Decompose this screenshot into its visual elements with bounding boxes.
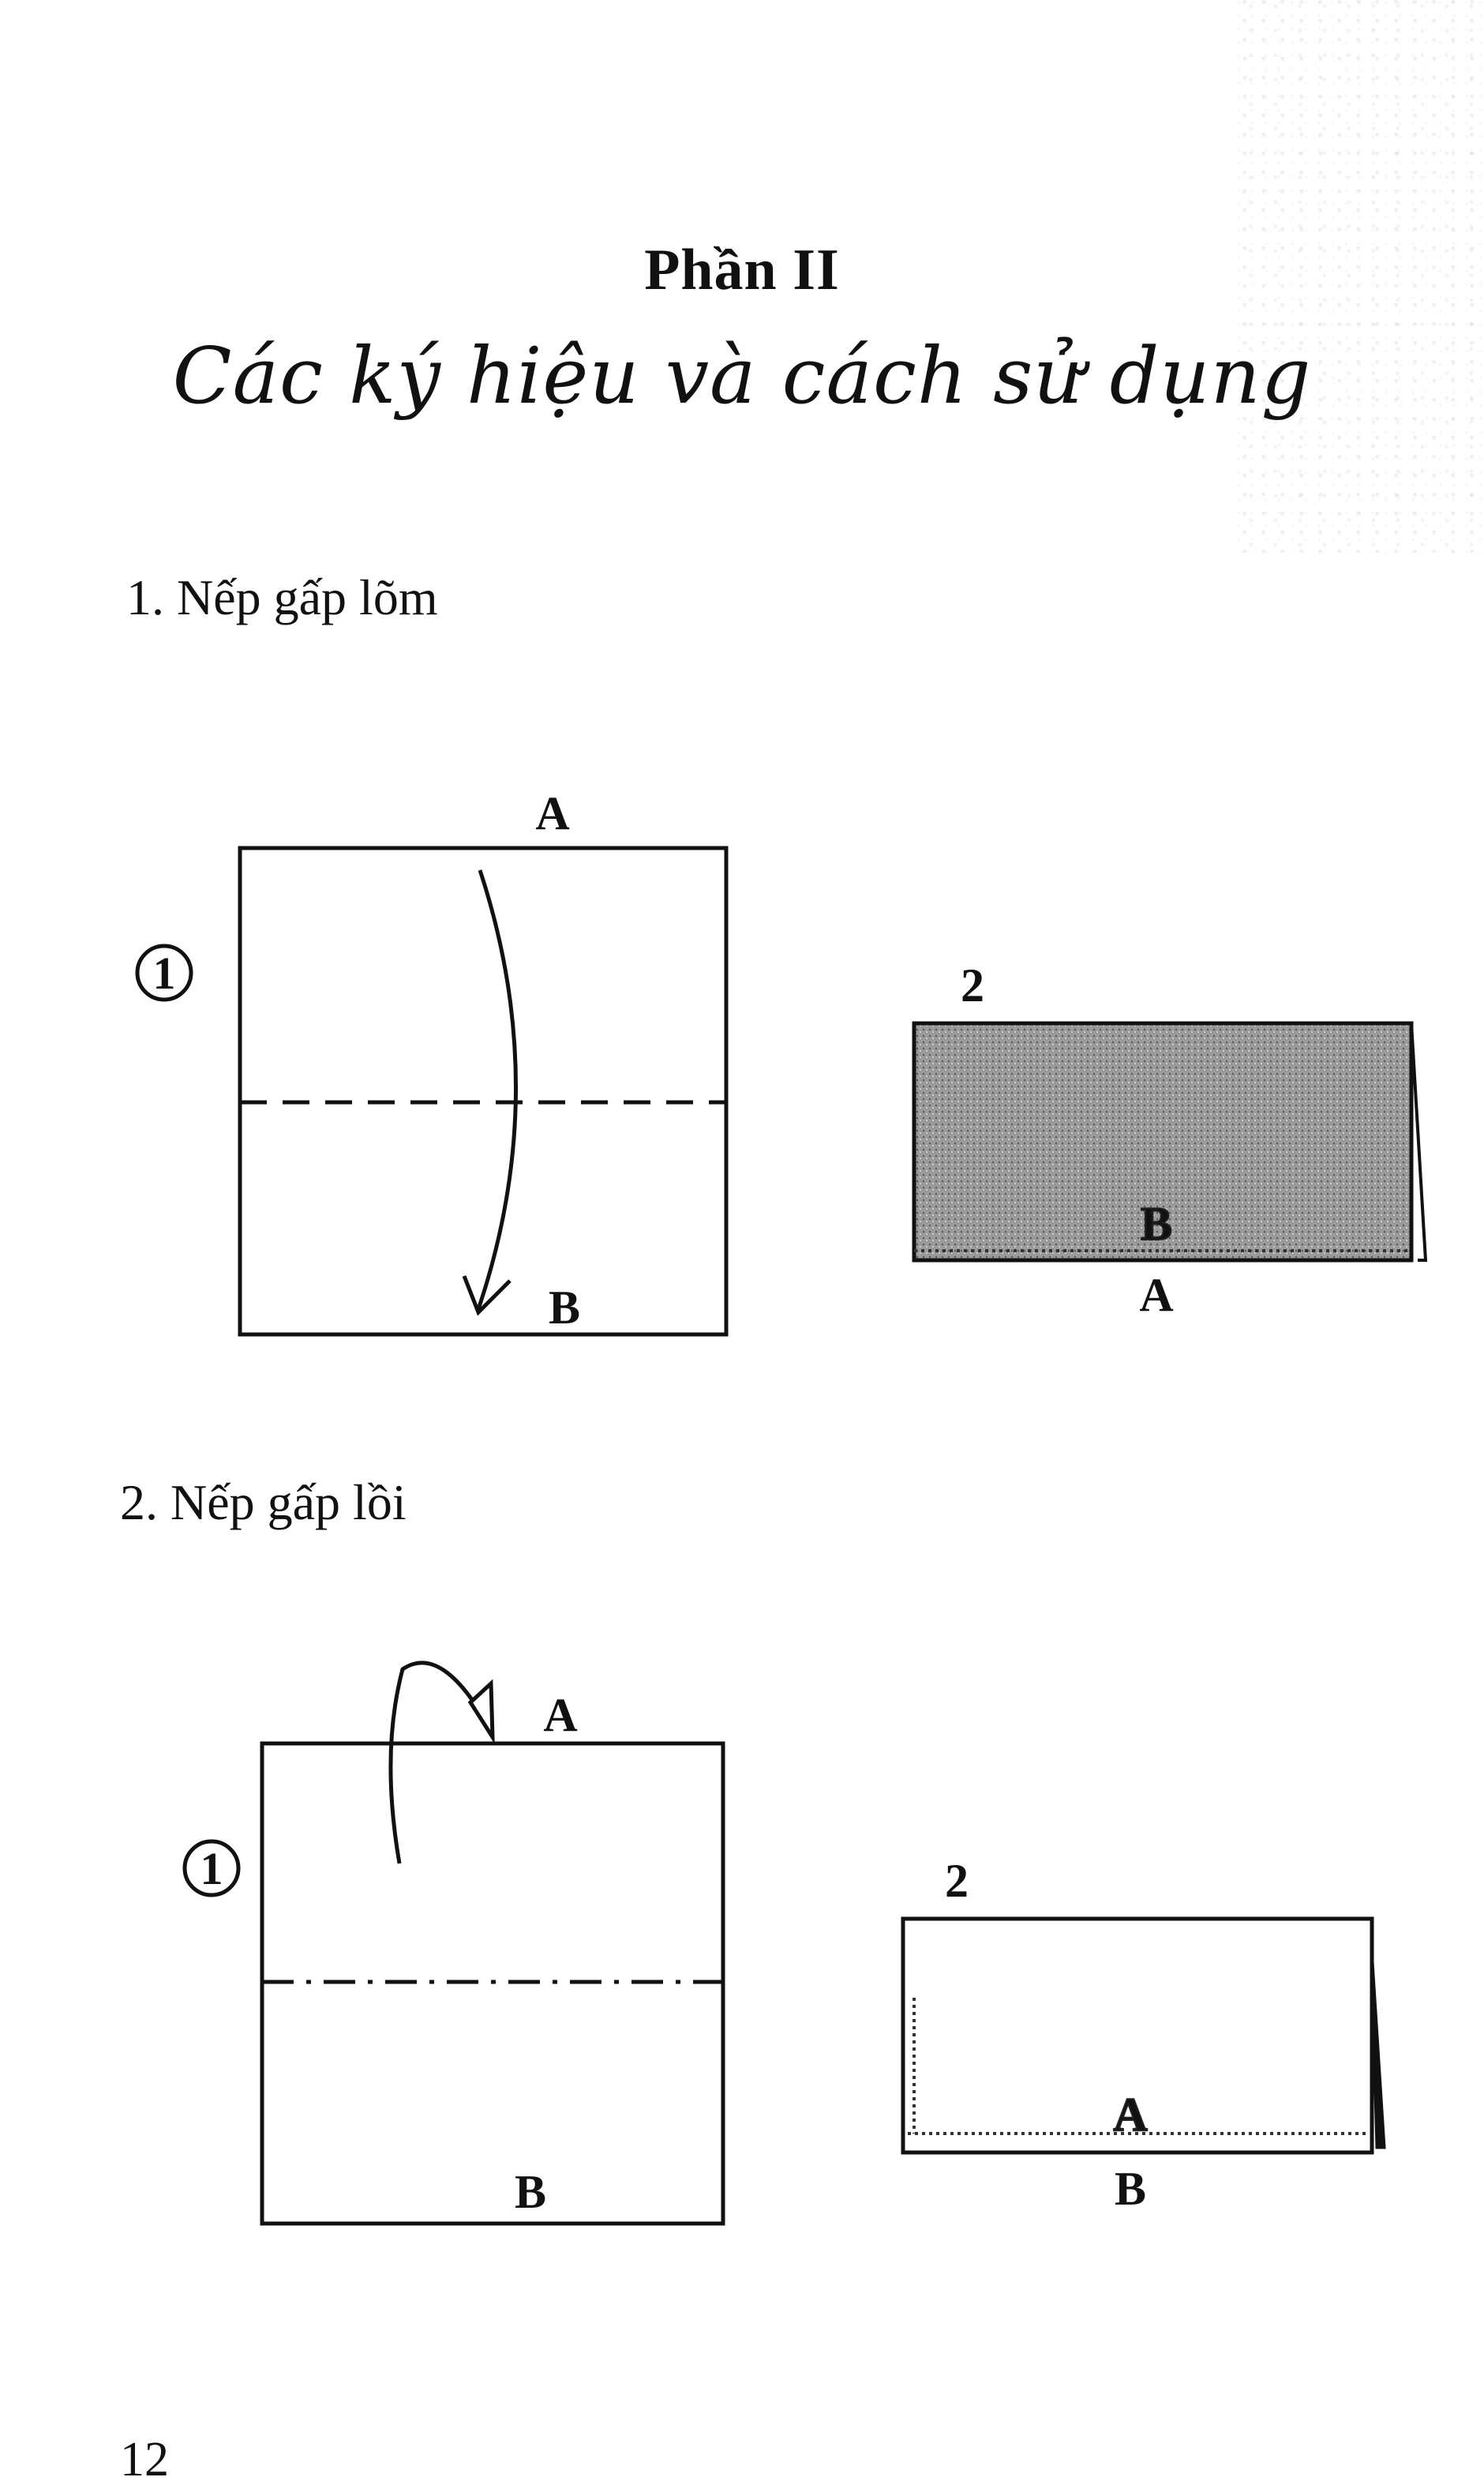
page-speckle: [1231, 0, 1484, 553]
label-inner-a: A: [1113, 2089, 1147, 2141]
label-top-a: A: [543, 1689, 577, 1741]
mountain-fold-step2-diagram: 2 A B: [901, 1855, 1386, 2215]
fold-arrow-loop: [388, 1661, 492, 1864]
valley-fold-step1-diagram: 1 A B: [135, 787, 729, 1337]
step-number: 2: [945, 1855, 969, 1907]
label-bottom-b: B: [515, 2166, 546, 2218]
page-number: 12: [120, 2433, 169, 2486]
label-inner-b: B: [1141, 1198, 1172, 1250]
label-bottom-b: B: [549, 1282, 580, 1334]
step-number-badge: 1: [135, 944, 193, 1002]
step-number: 2: [961, 959, 984, 1011]
heading-mountain-fold: 2. Nếp gấp lồi: [120, 1474, 407, 1530]
label-bottom-b: B: [1115, 2163, 1146, 2215]
fold-arrow-head-icon: [462, 1275, 512, 1316]
label-bottom-a: A: [1139, 1269, 1173, 1321]
label-top-a: A: [535, 787, 569, 839]
fold-arrow-head-icon: [467, 1679, 495, 1745]
valley-fold-step2-diagram: 2 B A: [912, 959, 1428, 1321]
folded-paper: [912, 1021, 1414, 1263]
paper-back-edge: [1410, 1023, 1428, 1262]
paper-square: [238, 846, 729, 1337]
step-number-badge: 1: [182, 1839, 241, 1897]
mountain-fold-step1-diagram: 1 A B: [182, 1661, 725, 2226]
part-title: Phần II: [644, 238, 840, 302]
step-number: 1: [153, 948, 176, 999]
step-number: 1: [200, 1843, 223, 1894]
fold-arrow-curve: [476, 869, 518, 1310]
heading-valley-fold: 1. Nếp gấp lõm: [126, 569, 438, 625]
folded-paper: [901, 1916, 1374, 2155]
section-subtitle: Các ký hiệu và cách sử dụng: [172, 332, 1312, 422]
